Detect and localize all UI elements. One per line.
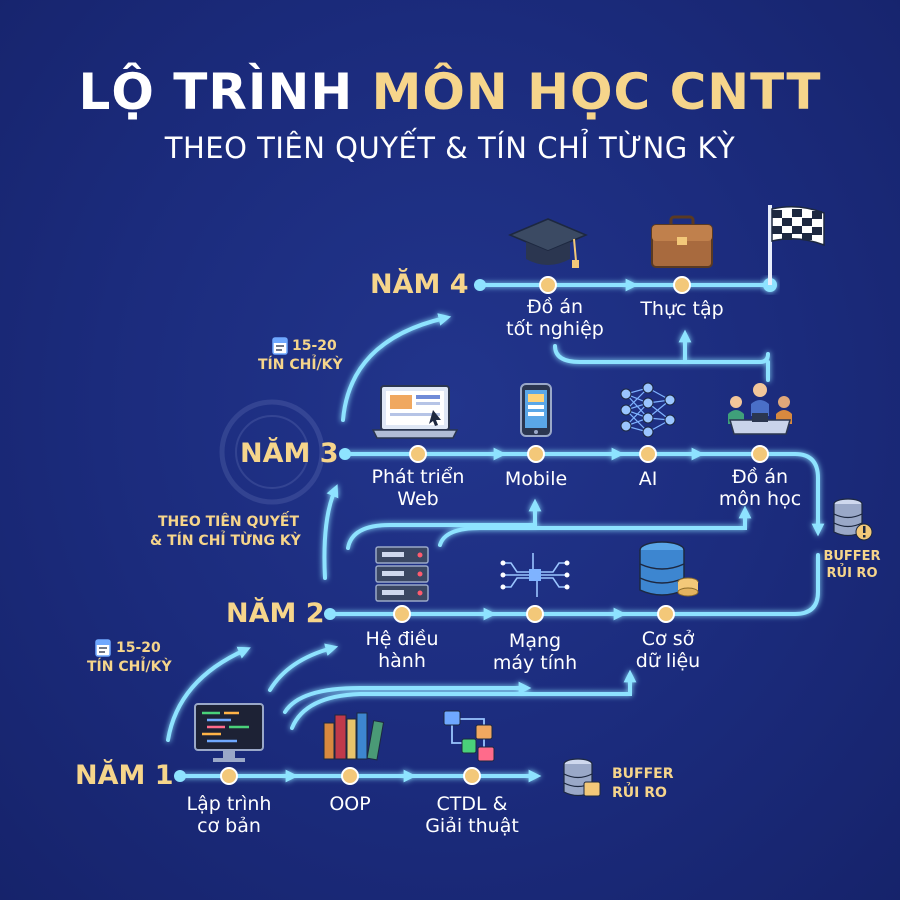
course-oop: OOP bbox=[329, 793, 371, 815]
buffer-bottom-line1: BUFFER bbox=[612, 766, 674, 782]
prereq-y2-y3-a bbox=[322, 484, 339, 580]
buffer-bottom-line2: RỦI RO bbox=[612, 785, 667, 801]
smartphone-icon bbox=[520, 383, 552, 437]
course-thuc-tap: Thực tập bbox=[640, 298, 724, 320]
prereq-y1-y2-d bbox=[290, 669, 637, 730]
prereq-y2-y3-b bbox=[346, 498, 542, 550]
checkered-flag-icon bbox=[768, 205, 825, 285]
neural-network-icon bbox=[620, 382, 676, 438]
prereq-y2-y3-c bbox=[438, 505, 752, 547]
prereq-note-line2: & TÍN CHỈ TỪNG KỲ bbox=[150, 533, 301, 549]
node-do-an-tot-nghiep bbox=[539, 276, 557, 294]
node-mang-may-tinh bbox=[526, 605, 544, 623]
credits-note-upper-line1: 15-20 bbox=[292, 338, 337, 354]
credits-note-lower-line2: TÍN CHỈ/KỲ bbox=[87, 659, 172, 675]
node-lap-trinh-co-ban bbox=[220, 767, 238, 785]
credits-note-upper-line2: TÍN CHỈ/KỲ bbox=[258, 357, 343, 373]
code-monitor-icon bbox=[194, 703, 264, 762]
timeline-year2 bbox=[328, 553, 820, 616]
prereq-y3-y4-a bbox=[341, 313, 452, 422]
briefcase-icon bbox=[651, 215, 713, 268]
books-icon bbox=[323, 712, 385, 761]
database-warning-icon bbox=[563, 758, 601, 797]
graduation-cap-icon bbox=[508, 218, 588, 268]
node-he-dieu-hanh bbox=[393, 605, 411, 623]
page-title: LỘ TRÌNH MÔN HỌC CNTT bbox=[0, 62, 900, 122]
team-meeting-icon bbox=[728, 383, 792, 435]
network-circuit-icon bbox=[500, 553, 570, 597]
calendar-credit-icon bbox=[272, 337, 288, 355]
watermark bbox=[219, 399, 325, 505]
title-part2: MÔN HỌC CNTT bbox=[371, 63, 822, 121]
year-label-3: NĂM 3 bbox=[240, 438, 339, 469]
prereq-y1-y2-c bbox=[283, 681, 532, 714]
node-oop bbox=[341, 767, 359, 785]
prereq-y1-y2-b bbox=[268, 643, 339, 692]
year-label-2: NĂM 2 bbox=[226, 598, 325, 629]
node-thuc-tap bbox=[673, 276, 691, 294]
year-label-1: NĂM 1 bbox=[75, 760, 174, 791]
database-warning-icon bbox=[833, 498, 873, 541]
node-ctdl bbox=[463, 767, 481, 785]
prereq-y3-y4-b bbox=[553, 344, 770, 364]
course-ai: AI bbox=[638, 468, 658, 490]
node-mobile bbox=[527, 445, 545, 463]
calendar-credit-icon bbox=[95, 639, 111, 657]
title-part1: LỘ TRÌNH bbox=[78, 63, 354, 121]
node-do-an-mon-hoc bbox=[751, 445, 769, 463]
prereq-y1-y2-a bbox=[166, 646, 251, 742]
prereq-note-line1: THEO TIÊN QUYẾT bbox=[158, 514, 300, 530]
node-phat-trien-web bbox=[409, 445, 427, 463]
database-icon bbox=[639, 541, 699, 597]
credits-note-lower-line1: 15-20 bbox=[116, 640, 161, 656]
flowchart-icon bbox=[443, 710, 495, 762]
year-label-4: NĂM 4 bbox=[370, 269, 469, 300]
course-mobile: Mobile bbox=[504, 468, 568, 490]
page-subtitle: THEO TIÊN QUYẾT & TÍN CHỈ TỪNG KỲ bbox=[164, 131, 736, 165]
buffer-right-line1: BUFFER bbox=[823, 549, 881, 564]
timeline-year3 bbox=[343, 452, 825, 537]
buffer-right-line2: RỦI RO bbox=[826, 566, 878, 581]
node-ai bbox=[639, 445, 657, 463]
server-rack-icon bbox=[375, 546, 429, 602]
node-co-so-du-lieu bbox=[657, 605, 675, 623]
laptop-web-icon bbox=[371, 385, 459, 439]
course-ctdl-giai-thuat: CTDL &Giải thuật bbox=[425, 793, 519, 837]
